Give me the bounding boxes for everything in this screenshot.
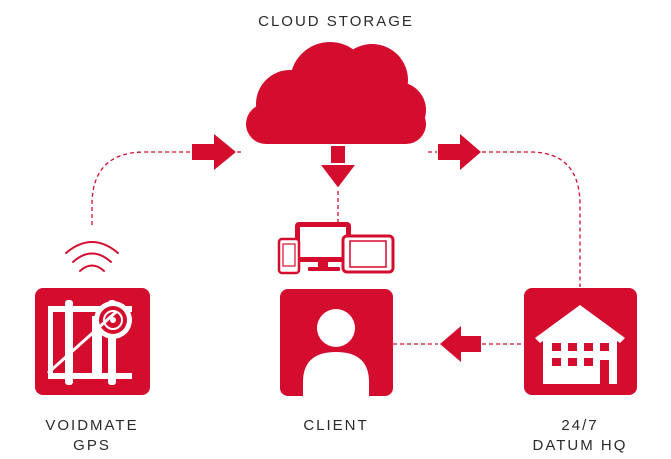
- arrow-right-icon-to-cloud: [192, 134, 236, 170]
- diagram-title-text: CLOUD STORAGE: [258, 13, 414, 30]
- devices-icon: [277, 222, 395, 275]
- cloud-icon: [246, 42, 426, 144]
- person-icon: [303, 309, 369, 396]
- diagram-title: CLOUD STORAGE: [186, 12, 486, 32]
- hq-label-line1: 24/7: [561, 417, 599, 434]
- arrow-left-icon-to-client: [440, 326, 481, 362]
- connector-voidmate-to-cloud: [91, 151, 192, 225]
- connectors: [91, 151, 581, 345]
- voidmate-gps-label: VOIDMATE GPS: [2, 416, 182, 456]
- voidmate-label-line1: VOIDMATE: [45, 417, 139, 434]
- arrow-right-icon-to-hq: [438, 134, 481, 170]
- house-icon: [535, 305, 625, 384]
- download-arrow-icon: [316, 144, 360, 191]
- gps-device-icon: [46, 300, 132, 385]
- voidmate-label-line2: GPS: [73, 437, 111, 454]
- client-label: CLIENT: [246, 416, 426, 436]
- voidmate-gps-tile: [35, 288, 150, 395]
- datum-hq-tile: [524, 288, 637, 395]
- client-tile: [280, 289, 393, 396]
- hq-label-line2: DATUM HQ: [532, 437, 628, 454]
- client-label-text: CLIENT: [303, 417, 369, 434]
- wifi-signal-icon: [65, 241, 119, 272]
- connector-cloud-to-hq: [482, 151, 581, 287]
- datum-hq-label: 24/7 DATUM HQ: [490, 416, 670, 456]
